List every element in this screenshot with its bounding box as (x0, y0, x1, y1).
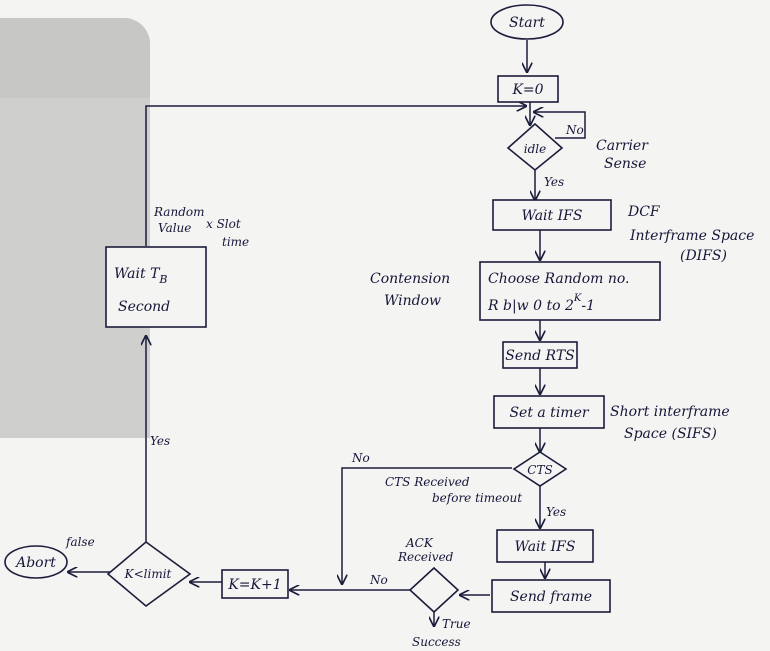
connectors (68, 40, 586, 626)
note-dcf: DCF (627, 204, 661, 220)
glare-overlay-dark (0, 18, 150, 98)
success-label: Success (412, 635, 461, 649)
set-timer-box: Set a timer (493, 395, 605, 429)
k-limit-label: K<limit (124, 567, 172, 581)
idle-yes-label: Yes (544, 175, 564, 189)
wait-tb-line1: Wait TB (114, 266, 168, 286)
ack-decision: ACK Received (397, 536, 460, 614)
wait-tb-box: Wait TB Second (105, 246, 207, 328)
k-increment-label: K=K+1 (227, 577, 281, 593)
note-carrier-line2: Sense (604, 156, 646, 172)
cts-received-line2: before timeout (432, 491, 522, 505)
note-contention-line2: Window (384, 293, 441, 309)
note-time: time (222, 235, 249, 249)
k-limit-decision: K<limit (106, 540, 192, 608)
choose-random-line1: Choose Random no. (488, 271, 630, 287)
send-rts-box: Send RTS (502, 341, 578, 369)
cts-decision: CTS (512, 451, 568, 487)
klimit-false-label: false (65, 535, 95, 549)
wait-ifs-1-label: Wait IFS (522, 208, 583, 224)
note-slot: x Slot (206, 217, 241, 231)
wait-tb-line2: Second (118, 299, 170, 315)
abort-label: Abort (14, 555, 56, 571)
idle-label: idle (524, 142, 546, 156)
wait-ifs-box-1: Wait IFS (492, 199, 612, 231)
edge-labels: No Yes No CTS Received before timeout Ye… (65, 123, 584, 649)
wait-tb-subscript: B (158, 273, 167, 286)
edge-cts-no (342, 467, 512, 584)
idle-no-label: No (565, 123, 584, 137)
k-increment-box: K=K+1 (221, 569, 289, 599)
start-label: Start (509, 15, 545, 31)
send-rts-label: Send RTS (505, 348, 575, 364)
edge-idle-no-loop (534, 112, 586, 139)
cts-yes-label: Yes (546, 505, 566, 519)
ack-true-label: True (442, 617, 471, 631)
ack-label-line2: Received (397, 550, 454, 564)
ack-label-line1: ACK (405, 536, 434, 550)
klimit-yes-label: Yes (150, 434, 170, 448)
send-frame-box: Send frame (491, 579, 611, 613)
note-random-line2: Value (158, 221, 191, 235)
note-sifs-line2: Space (SIFS) (624, 426, 717, 442)
cts-no-label: No (351, 451, 370, 465)
note-difs-line2: (DIFS) (680, 248, 727, 264)
ack-no-label: No (369, 573, 388, 587)
note-contention-line1: Contension (370, 271, 450, 287)
note-sifs-line1: Short interframe (610, 404, 730, 420)
wait-ifs-box-2: Wait IFS (496, 529, 594, 563)
k0-label: K=0 (511, 82, 543, 98)
edge-waittb-retry (145, 106, 526, 246)
note-random-line1: Random (153, 205, 204, 219)
abort-node: Abort (4, 545, 68, 579)
send-frame-label: Send frame (510, 589, 592, 605)
choose-random-tail: -1 (581, 298, 595, 314)
wait-tb-text: Wait T (114, 266, 161, 282)
cts-label: CTS (527, 463, 552, 477)
choose-random-box: Choose Random no. R b|w 0 to 2K-1 (479, 261, 661, 321)
choose-random-line2: R b|w 0 to 2K-1 (487, 293, 595, 314)
k0-box: K=0 (497, 75, 559, 103)
cts-received-line1: CTS Received (385, 475, 470, 489)
idle-decision: idle (506, 122, 564, 172)
annotations: Carrier Sense DCF Interframe Space (DIFS… (153, 138, 754, 442)
start-node: Start (490, 4, 564, 40)
wait-ifs-2-label: Wait IFS (515, 539, 576, 555)
note-difs-line1: Interframe Space (629, 228, 754, 244)
choose-random-exp: K (573, 293, 582, 304)
note-carrier-line1: Carrier (596, 138, 649, 154)
choose-random-range: R b|w 0 to 2 (487, 298, 574, 314)
set-timer-label: Set a timer (509, 405, 589, 421)
